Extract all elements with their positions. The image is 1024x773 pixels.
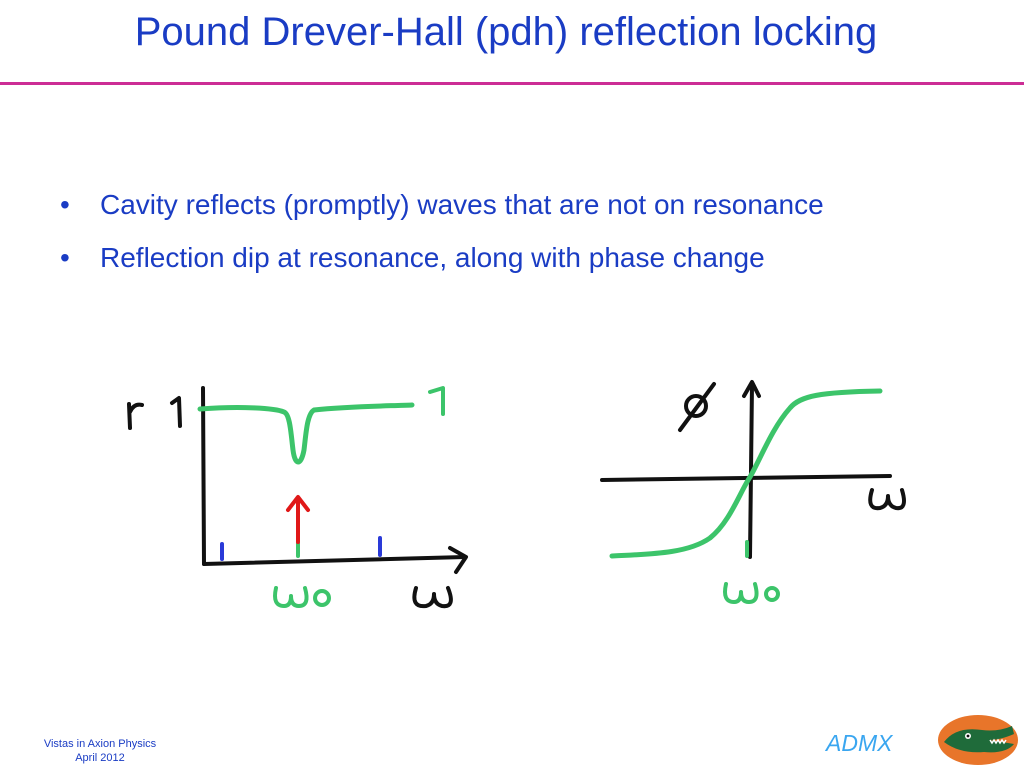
title-divider xyxy=(0,82,1024,85)
curve-end-1-glyph xyxy=(428,386,445,416)
bullet-item: • Reflection dip at resonance, along wit… xyxy=(60,239,940,276)
figure-svg xyxy=(127,380,906,609)
y-tick-1-glyph xyxy=(170,396,182,428)
bullet-marker: • xyxy=(60,242,70,273)
x-axis-arrowhead-icon xyxy=(448,546,468,574)
carrier-arrowhead-icon xyxy=(286,495,310,512)
y-label-phi-glyph xyxy=(678,382,716,432)
x-axis xyxy=(202,555,467,566)
y-label-r-glyph xyxy=(127,402,144,430)
reflection-plot xyxy=(127,386,468,609)
phase-x-label-omega-glyph xyxy=(868,488,906,511)
resonance-omega0-glyph xyxy=(273,586,331,608)
bullet-text: Cavity reflects (promptly) waves that ar… xyxy=(100,189,824,220)
phase-curve xyxy=(609,388,883,559)
phase-x-axis xyxy=(600,474,892,482)
bullet-list: • Cavity reflects (promptly) waves that … xyxy=(60,186,940,292)
bullet-item: • Cavity reflects (promptly) waves that … xyxy=(60,186,940,223)
brand-label: ADMX xyxy=(826,730,893,756)
bullet-marker: • xyxy=(60,189,70,220)
footer-event: Vistas in Axion Physics xyxy=(43,738,157,750)
gator-logo-icon xyxy=(934,712,1020,773)
footer-date: April 2012 xyxy=(75,752,125,764)
phase-y-arrowhead-icon xyxy=(742,380,761,398)
hand-drawn-figure xyxy=(100,352,930,628)
phase-plot xyxy=(600,380,906,604)
footer-text: Vistas in Axion Physics April 2012 xyxy=(20,737,180,765)
gator-logo-svg xyxy=(938,715,1018,765)
x-label-omega-glyph xyxy=(412,586,453,609)
slide-title: Pound Drever-Hall (pdh) reflection locki… xyxy=(134,10,878,54)
bullet-text: Reflection dip at resonance, along with … xyxy=(100,242,765,273)
y-axis xyxy=(201,386,206,566)
phase-resonance-omega0-glyph xyxy=(723,582,780,604)
reflection-curve xyxy=(197,402,415,465)
